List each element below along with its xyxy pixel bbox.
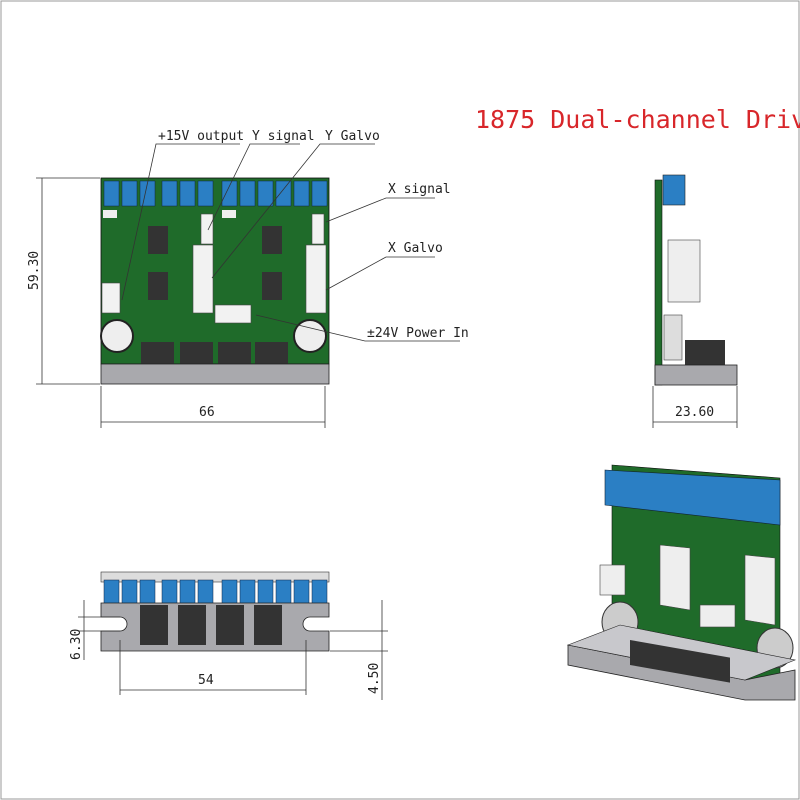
terminal-block — [293, 180, 310, 207]
terminal-block — [311, 180, 328, 207]
terminal-block — [275, 180, 292, 207]
terminal-block — [139, 579, 156, 605]
x-galvo-connector — [305, 244, 327, 314]
terminal-block — [121, 180, 138, 207]
pcb-board — [100, 177, 330, 365]
smd-part — [222, 210, 236, 218]
transistor — [140, 605, 168, 645]
terminal-block — [161, 180, 178, 207]
side-view: 23.60 — [652, 174, 738, 428]
dim-width: 66 — [199, 405, 215, 420]
capacitor — [293, 319, 327, 353]
terminal-block — [662, 174, 686, 206]
leader-line — [325, 256, 435, 291]
terminal-block — [103, 180, 120, 207]
transistor — [254, 605, 282, 645]
terminal-block — [103, 579, 120, 605]
terminal-block — [161, 579, 178, 605]
transistor — [255, 342, 288, 364]
terminal-block — [257, 579, 274, 605]
v15-connector — [101, 282, 121, 314]
leader-line — [255, 314, 460, 342]
isometric-view — [566, 464, 797, 701]
terminal-block — [239, 579, 256, 605]
smd-part — [103, 210, 117, 218]
label-y-galvo: Y Galvo — [325, 129, 380, 144]
terminal-block — [311, 579, 328, 605]
connector-side — [667, 239, 701, 303]
transistor — [141, 342, 174, 364]
terminal-block — [221, 180, 238, 207]
terminal-block — [293, 579, 310, 605]
label-x-galvo: X Galvo — [388, 241, 443, 256]
ic-chip — [148, 226, 168, 254]
heatsink-base-bottom — [100, 602, 330, 652]
terminal-block — [197, 579, 214, 605]
leader-line — [325, 197, 435, 223]
ic-chip — [262, 226, 282, 254]
terminal-block — [121, 579, 138, 605]
transistor — [216, 605, 244, 645]
dim-height: 59.30 — [27, 251, 42, 290]
dim-depth: 23.60 — [675, 405, 714, 420]
transistor — [180, 342, 213, 364]
transistor — [218, 342, 251, 364]
leader-line — [211, 143, 375, 279]
leader-line — [207, 143, 300, 231]
drawing-title: 1875 Dual-channel Drive — [475, 105, 800, 134]
leader-line — [121, 143, 240, 301]
pcb-edge — [654, 179, 663, 386]
terminal-block — [179, 180, 196, 207]
ic-chip — [148, 272, 168, 300]
capacitor-side — [663, 314, 683, 361]
bottom-view: 6.30 54 4.50 — [69, 571, 388, 700]
terminal-block — [221, 579, 238, 605]
terminal-block — [197, 180, 214, 207]
terminal-block-row — [604, 469, 781, 526]
heatsink-base — [100, 363, 330, 385]
power-connector — [214, 304, 252, 324]
label-15v-output: +15V output — [158, 129, 244, 144]
label-power-in: ±24V Power In — [367, 326, 469, 341]
label-x-signal: X signal — [388, 182, 451, 197]
label-y-signal: Y signal — [252, 129, 315, 144]
dim-base-thickness: 4.50 — [367, 663, 382, 694]
terminal-block — [239, 180, 256, 207]
heatsink-side — [654, 364, 738, 386]
y-galvo-connector — [192, 244, 214, 314]
y-signal-connector — [200, 213, 214, 245]
terminal-block — [275, 579, 292, 605]
front-view: +15V output Y signal Y Galvo X signal X … — [27, 129, 469, 428]
terminal-block — [257, 180, 274, 207]
dim-hole-spacing: 54 — [198, 673, 214, 688]
terminal-block-row — [103, 579, 328, 605]
transistor — [178, 605, 206, 645]
x-signal-connector — [311, 213, 325, 245]
capacitor — [100, 319, 134, 353]
ic-chip — [262, 272, 282, 300]
dim-slot-height: 6.30 — [69, 629, 84, 660]
terminal-block — [179, 579, 196, 605]
